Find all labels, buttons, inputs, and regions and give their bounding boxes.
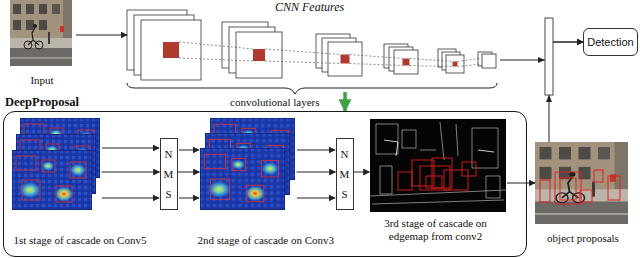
edgemap xyxy=(376,124,398,154)
cnn-layers xyxy=(394,50,418,74)
heatmap-stack xyxy=(200,148,285,210)
edgemap xyxy=(370,119,506,212)
edgemap xyxy=(370,119,506,212)
heatmap-stack xyxy=(200,118,295,210)
edgemap xyxy=(398,158,476,190)
cnn-layers xyxy=(403,59,410,66)
arrowhead xyxy=(538,57,545,63)
proposals-photo xyxy=(535,142,628,224)
proposals-photo xyxy=(580,190,592,202)
cnn-layers xyxy=(446,55,464,73)
cascade-arrows xyxy=(102,148,335,198)
nms-label: NMS xyxy=(340,144,350,204)
edgemap xyxy=(486,176,500,198)
cnn-layers xyxy=(127,10,496,80)
cascade-stage: 1st stage of cascade on Conv5 xyxy=(10,116,158,250)
flow-arrow xyxy=(354,172,370,173)
edgemap xyxy=(412,160,434,186)
arrowhead xyxy=(546,95,552,102)
edgemap xyxy=(384,140,494,156)
proposals-photo xyxy=(535,142,628,224)
node-label: Detection xyxy=(587,36,633,49)
deepproposal-box: DeepProposal1st stage of cascade on Conv… xyxy=(3,111,527,257)
brace xyxy=(127,83,497,94)
proposals-photo xyxy=(594,170,603,182)
nms-label: NMS xyxy=(164,144,174,204)
cascade-arrows xyxy=(179,198,199,199)
input-photo xyxy=(10,0,72,66)
node-label: CNN Features xyxy=(275,0,344,14)
cnn-features: CNN Features xyxy=(125,0,500,92)
node-label: 1st stage of cascade on Conv5 xyxy=(14,234,147,247)
edgemap xyxy=(426,176,442,188)
node-label: DeepProposal xyxy=(5,95,79,110)
proposal-arrow xyxy=(343,92,347,111)
node-label: 2nd stage of cascade on Conv3 xyxy=(198,234,335,247)
receptive-field-lines xyxy=(458,64,483,67)
heatmap-stack xyxy=(12,150,92,210)
nms-box: NMS xyxy=(336,138,354,210)
cascade-stage: 2nd stage of cascade on Conv3 xyxy=(196,116,334,250)
heatmap-stack xyxy=(12,118,100,210)
node-label: Input xyxy=(8,74,76,87)
cascade-arrows xyxy=(179,150,199,151)
edgemap xyxy=(370,122,506,204)
proposals-photo xyxy=(560,178,576,200)
cascade-arrows xyxy=(297,150,335,151)
receptive-field-lines xyxy=(458,58,483,62)
receptive-field-lines xyxy=(410,59,453,62)
edgemap xyxy=(398,172,412,190)
proposals-photo xyxy=(555,172,581,204)
edgemap xyxy=(402,130,416,148)
flow-arrow xyxy=(297,172,336,173)
detection-box: Detection xyxy=(583,28,638,56)
receptive-field-lines xyxy=(410,66,453,67)
cnn-layers xyxy=(141,20,201,80)
receptive-field-lines xyxy=(350,55,403,59)
cascade-arrows xyxy=(297,198,335,199)
cnn-layers xyxy=(253,49,265,61)
receptive-field-lines xyxy=(179,58,253,61)
feature-vector-bar xyxy=(545,18,553,95)
object-proposals-image: object proposals xyxy=(533,142,633,248)
cnn-layers xyxy=(163,42,179,58)
edgemap xyxy=(462,162,476,176)
input-photo xyxy=(10,0,72,66)
flow-arrow xyxy=(507,183,535,184)
proposals-photo xyxy=(608,176,620,200)
edgemap xyxy=(444,170,468,190)
cascade-stage: 3rd stage of cascade on edgemap from con… xyxy=(358,116,514,250)
node-label: 3rd stage of cascade on edgemap from con… xyxy=(382,217,490,243)
flow-arrow xyxy=(76,35,127,36)
cnn-layers xyxy=(341,55,350,64)
receptive-field-lines xyxy=(265,49,341,55)
flow-arrow xyxy=(500,42,583,60)
cascade-arrows xyxy=(102,198,159,199)
nms-box: NMS xyxy=(160,138,178,210)
cascade-arrows xyxy=(102,148,159,149)
cnn-layers xyxy=(453,62,458,67)
flow-arrow xyxy=(102,172,160,173)
receptive-field-lines xyxy=(350,64,403,66)
flow-arrow xyxy=(178,172,200,173)
cnn-layers xyxy=(482,54,496,68)
proposals-photo xyxy=(540,170,620,204)
annotation-label: convolutional layers xyxy=(230,96,320,109)
flow-arrow xyxy=(549,42,583,142)
edgemap xyxy=(370,122,506,204)
cnn-layers xyxy=(236,32,282,78)
receptive-field-lines xyxy=(179,42,482,67)
receptive-field-lines xyxy=(265,61,341,64)
input-image: Input xyxy=(8,0,76,90)
proposals-photo xyxy=(540,180,550,202)
edgemap xyxy=(380,166,392,194)
cnn-layers xyxy=(328,42,362,76)
receptive-field-lines xyxy=(179,42,253,49)
node-label: object proposals xyxy=(533,232,633,245)
